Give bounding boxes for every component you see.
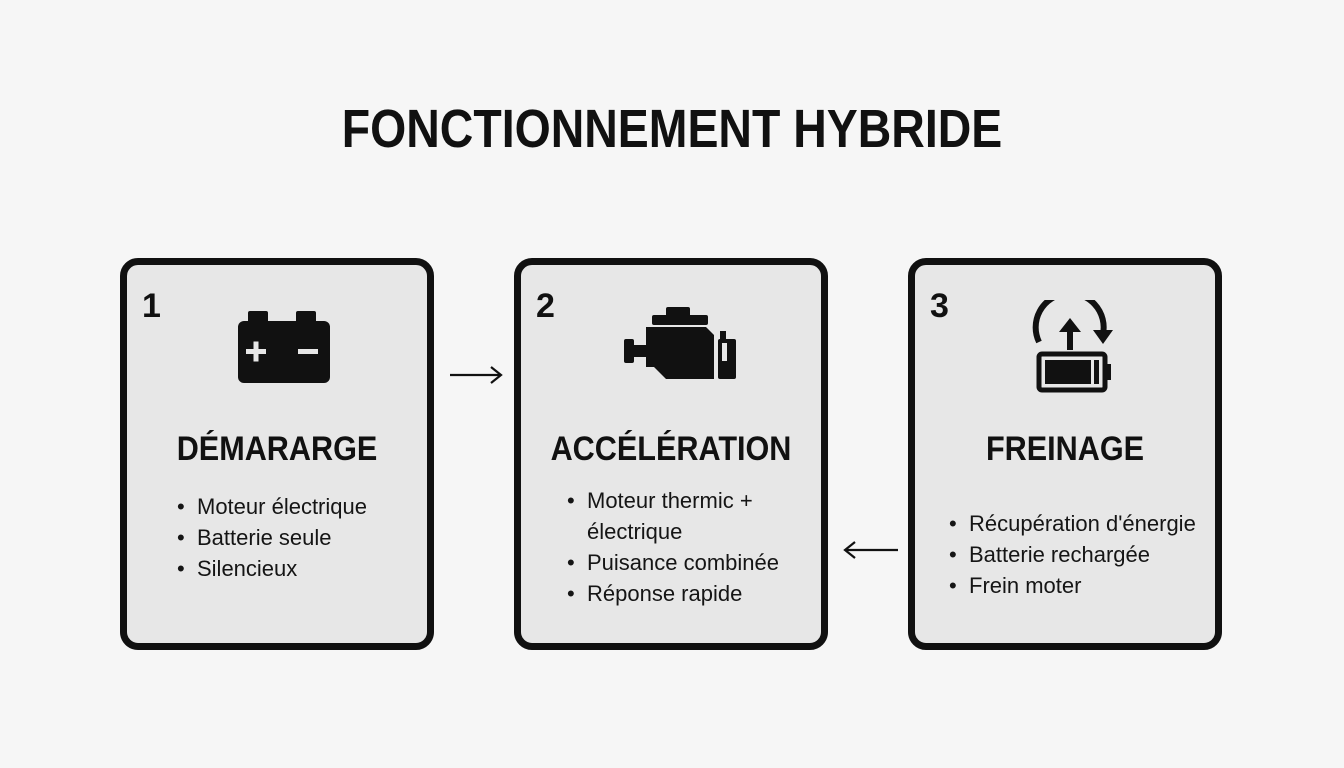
step-card-demarrage: 1 DÉMARARGE Moteur électrique Batterie s… <box>120 258 434 650</box>
diagram-title: FONCTIONNEMENT HYBRIDE <box>341 99 1003 159</box>
list-item: Puisance combinée <box>565 547 815 578</box>
battery-recharge-icon <box>1032 300 1113 393</box>
list-item: Frein moter <box>947 570 1196 601</box>
list-item: Batterie seule <box>175 522 367 553</box>
list-item: Récupération d'énergie <box>947 508 1196 539</box>
step-number: 1 <box>142 287 161 325</box>
arrow-left-icon <box>843 541 898 559</box>
list-item: Batterie rechargée <box>947 539 1196 570</box>
step-number: 3 <box>930 287 949 325</box>
step-bullet-list: Récupération d'énergie Batterie rechargé… <box>947 508 1196 601</box>
battery-icon <box>238 311 330 383</box>
step-card-freinage: 3 FREINAGE Récupération d'énergie Batter… <box>908 258 1222 650</box>
step-number: 2 <box>536 287 555 325</box>
list-item: Réponse rapide <box>565 578 815 609</box>
list-item: Silencieux <box>175 553 367 584</box>
engine-icon <box>624 307 736 379</box>
arrow-right-icon <box>450 366 503 384</box>
step-bullet-list: Moteur thermic + électrique Puisance com… <box>565 485 815 609</box>
step-card-acceleration: 2 ACCÉLÉRATION Moteur thermic + électriq… <box>514 258 828 650</box>
step-bullet-list: Moteur électrique Batterie seule Silenci… <box>175 491 367 584</box>
step-heading: FREINAGE <box>985 430 1145 468</box>
step-heading: ACCÉLÉRATION <box>550 430 792 468</box>
list-item: Moteur électrique <box>175 491 367 522</box>
list-item: Moteur thermic + électrique <box>565 485 815 547</box>
step-heading: DÉMARARGE <box>176 430 378 468</box>
